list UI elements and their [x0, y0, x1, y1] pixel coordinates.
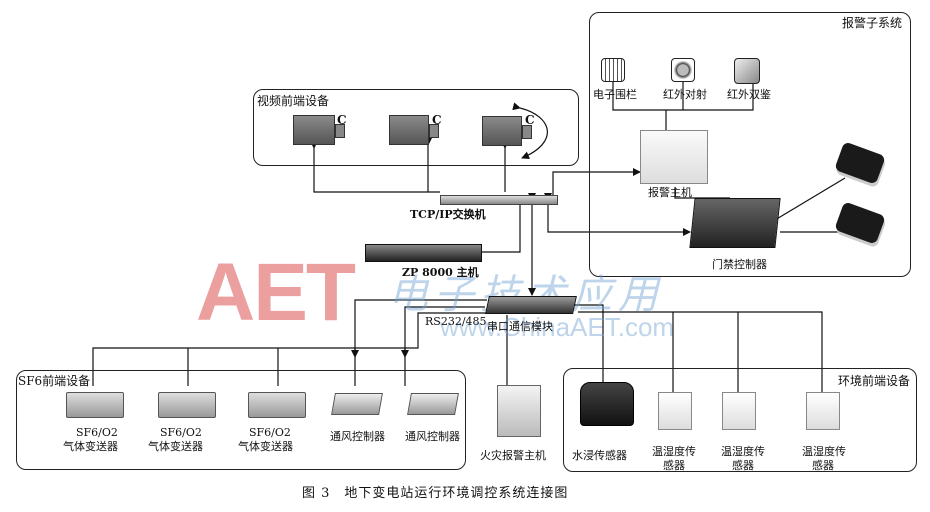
vent-1-label: 通风控制器 [330, 430, 385, 443]
camera-1 [293, 115, 345, 145]
switch-label: TCP/IP交换机 [410, 208, 486, 221]
gas-transmitter-3 [248, 392, 306, 418]
th-3-line1: 温湿度传 [802, 445, 846, 458]
alarm-host-label: 报警主机 [648, 186, 692, 199]
gas-2-line1: SF6/O2 [160, 426, 202, 439]
ir-dual-label: 红外双鉴 [727, 88, 771, 101]
watermark-url: www.ChinaAET.com [440, 312, 675, 342]
watermark-logo: AET [196, 247, 356, 338]
camera-3-mark: C [525, 113, 535, 127]
video-frontend-box [253, 89, 579, 166]
camera-2-mark: C [432, 113, 442, 127]
env-frontend-title: 环境前端设备 [838, 374, 911, 388]
vent-controller-1 [331, 393, 383, 415]
camera-3 [482, 116, 532, 146]
th-2-line1: 温湿度传 [721, 445, 765, 458]
zp-host-label: ZP 8000 主机 [402, 266, 479, 279]
alarm-subsystem-title: 报警子系统 [842, 16, 903, 30]
th-2-line2: 感器 [732, 459, 754, 472]
vent-2-label: 通风控制器 [405, 430, 460, 443]
camera-1-mark: C [337, 113, 347, 127]
ir-dual-icon [734, 58, 760, 84]
camera-2 [389, 115, 439, 145]
access-controller-label: 门禁控制器 [712, 258, 767, 271]
th-sensor-2 [722, 392, 756, 430]
serial-module-device [485, 296, 577, 314]
fire-alarm-label: 火灾报警主机 [480, 449, 546, 462]
gas-transmitter-2 [158, 392, 216, 418]
env-frontend-box [563, 368, 917, 472]
gas-1-line1: SF6/O2 [76, 426, 118, 439]
gas-3-line2: 气体变送器 [238, 440, 293, 453]
ir-beam-label: 红外对射 [663, 88, 707, 101]
th-3-line2: 感器 [812, 459, 834, 472]
th-1-line1: 温湿度传 [652, 445, 696, 458]
tcpip-switch-device [440, 195, 558, 205]
fire-alarm-host-device [497, 385, 541, 437]
gas-3-line1: SF6/O2 [249, 426, 291, 439]
gas-2-line2: 气体变送器 [148, 440, 203, 453]
zp8000-host-device [365, 244, 482, 262]
access-controller-device [689, 198, 781, 248]
th-sensor-3 [806, 392, 840, 430]
th-1-line2: 感器 [663, 459, 685, 472]
vent-controller-2 [407, 393, 459, 415]
water-sensor-device [580, 382, 634, 426]
ir-beam-icon [671, 58, 695, 82]
alarm-host-device [640, 130, 708, 184]
sf6-frontend-title: SF6前端设备 [18, 374, 91, 388]
alarm-subsystem-box [589, 12, 911, 277]
serial-module-label: 串口通信模块 [487, 320, 553, 333]
sf6-frontend-box [16, 370, 466, 470]
video-frontend-title: 视频前端设备 [257, 94, 330, 108]
rs232-label: RS232/485 [425, 315, 487, 328]
figure-caption: 图 3 地下变电站运行环境调控系统连接图 [302, 486, 569, 501]
gas-transmitter-1 [66, 392, 124, 418]
water-sensor-label: 水浸传感器 [572, 449, 627, 462]
electronic-fence-icon [601, 58, 625, 82]
th-sensor-1 [658, 392, 692, 430]
gas-1-line2: 气体变送器 [63, 440, 118, 453]
fence-label: 电子围栏 [593, 88, 637, 101]
